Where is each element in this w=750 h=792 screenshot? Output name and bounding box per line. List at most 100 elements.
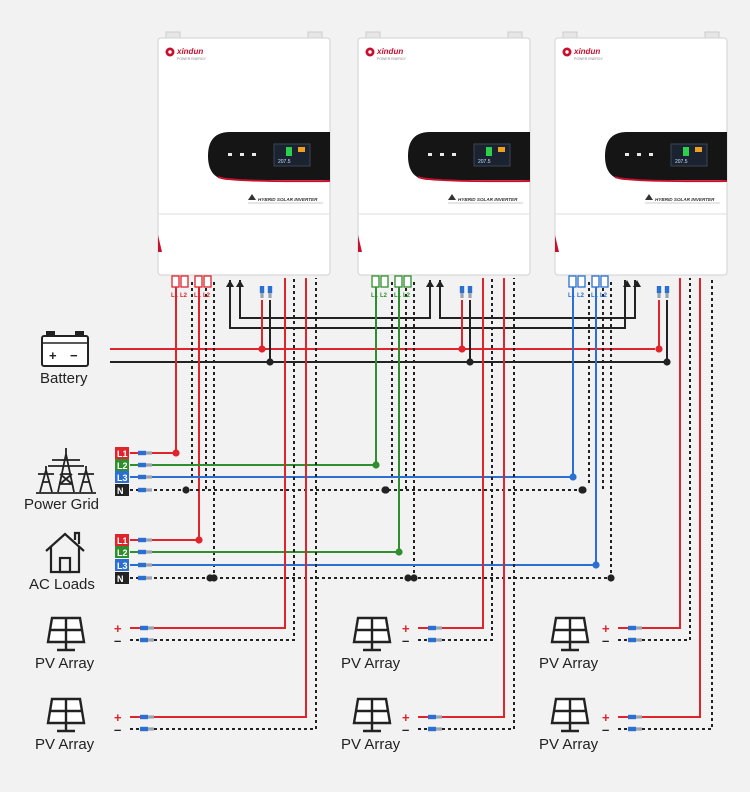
solar-panel-icon-4 [352, 697, 392, 733]
inverter-port-label-1-3: L1 [194, 293, 202, 299]
grid-phase-badge-text-3: L3 [117, 473, 128, 483]
pv-neg-connector-6-tip [636, 727, 642, 731]
pv-minus-sign-6: – [602, 722, 609, 737]
pv-neg-connector-3 [428, 637, 442, 643]
pv-neg-connector-2-tip [148, 727, 154, 731]
battery-icon-plus: + [49, 348, 57, 363]
inverter-display-panel-2 [408, 132, 530, 180]
inverter-ac-port-2-2 [380, 275, 389, 288]
pv-neg-connector-1-tip [148, 638, 154, 642]
comm-arrow-a-3 [623, 280, 631, 287]
solar-panel-icon-3 [352, 616, 392, 652]
home-chimney [73, 531, 81, 544]
pv-positive-4 [418, 278, 505, 718]
pylon-right [78, 466, 94, 493]
inverter-ac-port-3-1 [568, 275, 577, 288]
battery-neg-node-2 [466, 358, 474, 366]
solar-indicator-icon-1 [298, 147, 305, 152]
grid-phase-badge-text-1: L1 [117, 449, 128, 459]
inverter-port-label-3-2: L2 [577, 293, 585, 299]
battery-pos-node-2 [458, 345, 466, 353]
pv-array-label-1b: PV Array [35, 736, 95, 753]
grid-phase-badge-1 [115, 447, 129, 459]
load-connector-1-body [138, 537, 146, 543]
pv-plus-sign-2: + [114, 710, 122, 725]
pv-pos-connector-1-body [140, 625, 148, 631]
pv-negative-6 [618, 278, 713, 730]
inverter-led-3-1 [625, 153, 629, 156]
inverter-port-label-3-1: L1 [568, 293, 576, 299]
pv-positive-6 [618, 278, 701, 718]
pv-neg-connector-6-body [628, 726, 636, 732]
inverter-port-label-3-3: L1 [591, 293, 599, 299]
brand-logo-dot-1 [168, 50, 172, 54]
pv-pos-connector-3-tip [436, 626, 442, 630]
inverter-accent-2 [358, 235, 362, 252]
inverter-product-label-1: HYBRID SOLAR INVERTER [258, 197, 318, 202]
pv-pos-connector-5 [628, 625, 642, 631]
battery-level-icon-3 [683, 147, 689, 156]
load-phase-badge-4 [115, 572, 129, 584]
inverter-accent-1 [158, 235, 162, 252]
inverter-display-trim-2 [417, 176, 531, 183]
home-door [58, 556, 72, 574]
battery-neg-node-1 [266, 358, 274, 366]
inverter-port-label-1-4: L2 [203, 293, 211, 299]
inverter-ac-port-2-3 [394, 275, 403, 288]
grid-connector-4 [138, 487, 152, 493]
inverter-ac-port-1-1 [171, 275, 180, 288]
inverter-port-label-2-3: L1 [394, 293, 402, 299]
comm-arrow-b-2 [436, 280, 444, 287]
pv-pos-connector-5-body [628, 625, 636, 631]
brand-name-2: xindun [376, 47, 403, 56]
pylon-main [48, 448, 84, 493]
inverter-display-panel-3 [605, 132, 727, 180]
brand-logo-dot-2 [368, 50, 372, 54]
inverter-ac-port-2-4 [403, 275, 412, 288]
inverter-accent-3 [555, 235, 559, 252]
pv-array-label-2a: PV Array [341, 655, 401, 672]
load-neutral-extra-2 [404, 574, 412, 582]
inverter-ac-port-3-3 [591, 275, 600, 288]
pv-pos-connector-3 [428, 625, 442, 631]
pv-pos-connector-4-tip [436, 715, 442, 719]
pv-plus-sign-1: + [114, 621, 122, 636]
load-connector-1 [138, 537, 152, 543]
grid-connector-1 [138, 450, 152, 456]
grid-connector-3 [138, 474, 152, 480]
load-phase-badge-text-1: L1 [117, 536, 128, 546]
inverter-ac-port-1-4 [203, 275, 212, 288]
load-phase-badge-text-4: N [117, 574, 124, 584]
pv-neg-connector-1-body [140, 637, 148, 643]
pv-neg-connector-3-tip [436, 638, 442, 642]
battery-neg-connector-3 [664, 286, 670, 298]
battery-icon-terminal-l [46, 331, 55, 336]
inverter-lcd-readout-3: 207.5 [675, 159, 688, 165]
pv-pos-connector-1-tip [148, 626, 154, 630]
pv-positive-1 [130, 278, 286, 629]
sun-house-icon-2 [448, 194, 456, 200]
battery-level-icon-2 [486, 147, 492, 156]
pv-minus-sign-3: – [402, 633, 409, 648]
inverter-ac-port-1-2 [180, 275, 189, 288]
pv-positive-3 [418, 278, 484, 629]
load-connector-4-tip [146, 576, 152, 580]
solar-indicator-icon-2 [498, 147, 505, 152]
inverter-product-label-2: HYBRID SOLAR INVERTER [458, 197, 518, 202]
inverter-led-2-2 [440, 153, 444, 156]
pv-pos-connector-1 [140, 625, 154, 631]
load-connector-3-tip [146, 563, 152, 567]
grid-phase-node-3 [569, 473, 577, 481]
load-phase-badge-1 [115, 534, 129, 546]
pv-neg-connector-6 [628, 726, 642, 732]
grid-connector-4-body [138, 487, 146, 493]
load-phase-node-2 [395, 548, 403, 556]
pv-pos-connector-2 [140, 714, 154, 720]
inverter-display-trim-1 [217, 176, 331, 183]
grid-phase-badge-text-4: N [117, 486, 124, 496]
battery-pos-connector-1-body [259, 286, 265, 293]
inverter-lcd-readout-2: 207.5 [478, 159, 491, 165]
load-connector-3 [138, 562, 152, 568]
